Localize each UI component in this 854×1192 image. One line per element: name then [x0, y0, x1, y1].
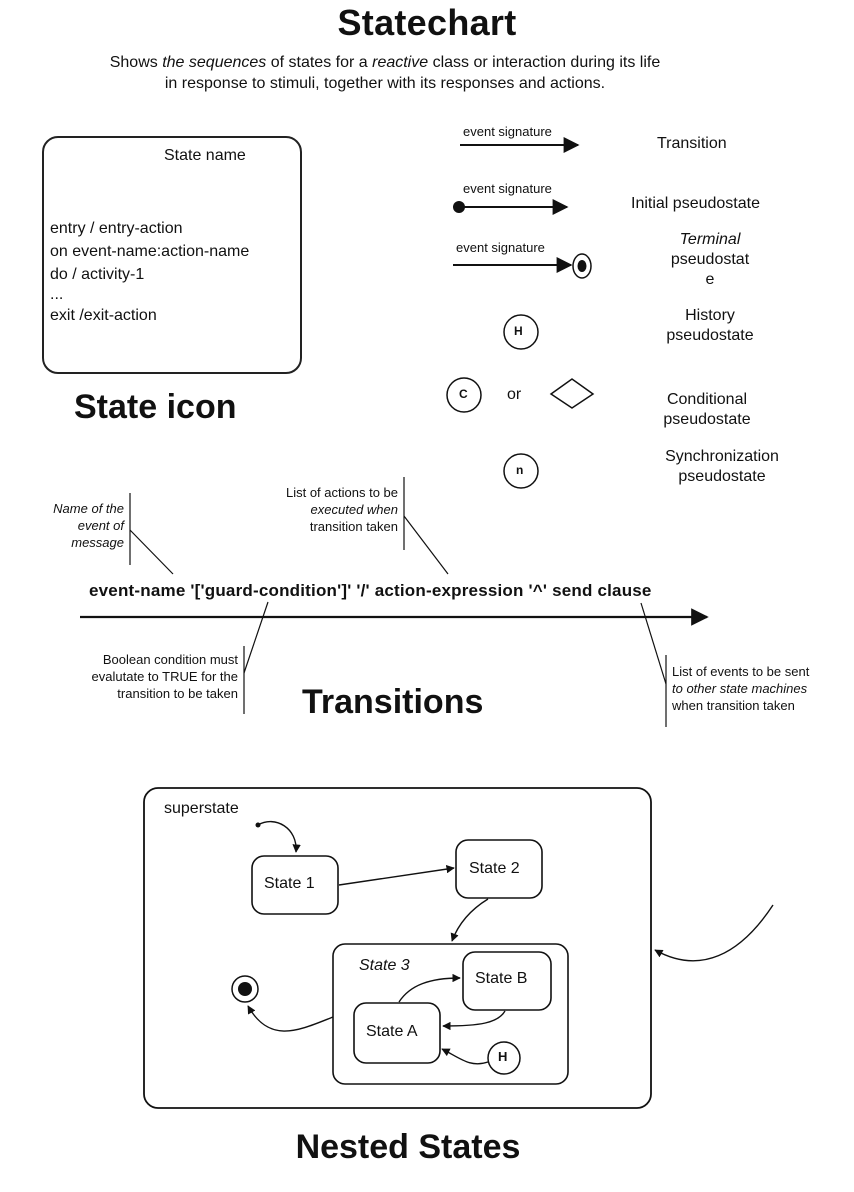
subtitle-line-2: in response to stimuli, together with it…: [164, 75, 606, 92]
transition-syntax: event-name '['guard-condition']' '/' act…: [89, 581, 652, 600]
legend-terminal-label: Terminal pseudostat e: [640, 230, 780, 290]
state2-box: [455, 839, 543, 899]
note-line: transition taken: [309, 519, 398, 534]
label-line: e: [705, 271, 715, 288]
note-line: transition to be taken: [117, 686, 238, 701]
state2-to-state3-transition: [450, 898, 489, 942]
label-line: History: [685, 307, 735, 324]
external-to-superstate-transition: [654, 904, 774, 962]
note-line: Name of the: [53, 501, 124, 516]
note-line: executed when: [310, 502, 398, 517]
subtitle-text: of states for a: [266, 54, 373, 71]
subtitle-line-1: Shows the sequences of states for a reac…: [0, 52, 770, 73]
stateA-label: State A: [366, 1023, 418, 1040]
note-line: Boolean condition must: [102, 652, 238, 667]
final-state-dot-icon: [238, 982, 252, 996]
initial-pseudostate-dot-icon: [453, 201, 465, 213]
stateB-label: State B: [475, 970, 528, 987]
label-line: pseudostat: [670, 251, 750, 268]
note-line: event of: [77, 518, 124, 533]
label-line: Conditional: [666, 391, 748, 408]
label-line: Synchronization: [665, 448, 779, 465]
synchronization-glyph: n: [516, 463, 524, 477]
subtitle-text: Shows: [109, 54, 163, 71]
note-guard: Boolean condition must evalutate to TRUE…: [20, 651, 238, 702]
state1-box: [251, 855, 339, 915]
note-line: List of actions to be: [285, 485, 398, 500]
conditional-pseudostate-diamond-icon: [549, 378, 595, 409]
history-glyph: H: [514, 324, 523, 338]
legend-transition-label: Transition: [657, 135, 727, 152]
state-icon-box: State name entry / entry-action on event…: [42, 136, 302, 374]
subtitle-emph: reactive: [372, 54, 429, 71]
superstate-box: [143, 787, 652, 1109]
legend-history-label: History pseudostate: [640, 306, 780, 346]
state1-to-state2-transition: [338, 864, 455, 886]
state3-box: [332, 943, 569, 1085]
state-name-label: State name: [164, 147, 246, 164]
transition-event-signature: event signature: [463, 124, 552, 139]
label-line: pseudostate: [666, 327, 754, 344]
nested-states-caption: Nested States: [295, 1128, 521, 1166]
note-line: message: [71, 535, 124, 550]
subtitle-emph: the sequences: [162, 54, 267, 71]
send-note-leader: [640, 602, 667, 685]
stateB-box: [462, 951, 552, 1011]
stateA-box: [353, 1002, 441, 1064]
state-line-ellipsis: ...: [50, 286, 64, 303]
state3-to-final-transition: [247, 1005, 334, 1032]
state-line-on-event: on event-name:action-name: [50, 243, 250, 260]
conditional-pseudostate-circle-icon: [446, 377, 482, 413]
nested-history-glyph: H: [498, 1049, 508, 1064]
note-line: when transition taken: [672, 698, 795, 713]
terminal-event-signature: event signature: [456, 240, 545, 255]
subtitle-text: class or interaction during its life: [428, 54, 661, 71]
note-line: evalutate to TRUE for the: [91, 669, 238, 684]
actions-note-leader: [403, 515, 449, 575]
superstate-label: superstate: [164, 800, 239, 817]
initial-event-signature: event signature: [463, 181, 552, 196]
or-text: or: [507, 386, 522, 403]
label-line: pseudostate: [678, 468, 766, 485]
state-line-entry: entry / entry-action: [50, 220, 183, 237]
terminal-pseudostate-dot-icon: [577, 260, 587, 272]
stateB-to-stateA-transition: [442, 1010, 506, 1031]
synchronization-pseudostate-icon: [503, 453, 539, 489]
event-name-note-leader: [129, 529, 174, 575]
legend-synchronization-label: Synchronization pseudostate: [642, 447, 802, 487]
nested-history-icon: [487, 1041, 521, 1075]
state-icon-caption: State icon: [74, 388, 237, 426]
transitions-caption: Transitions: [302, 683, 484, 721]
note-line: to other state machines: [672, 681, 808, 696]
guard-note-leader: [243, 601, 269, 674]
label-line: pseudostate: [663, 411, 751, 428]
conditional-glyph: C: [459, 387, 468, 401]
note-actions: List of actions to be executed when tran…: [220, 484, 398, 535]
note-line: List of events to be sent: [672, 664, 810, 679]
note-send: List of events to be sent to other state…: [672, 663, 809, 714]
state2-label: State 2: [469, 860, 520, 877]
legend-conditional-label: Conditional pseudostate: [637, 390, 777, 430]
state-line-do: do / activity-1: [50, 266, 145, 283]
initial-to-state1-transition: [257, 820, 301, 853]
legend-initial-label: Initial pseudostate: [631, 195, 760, 212]
state-compartment: entry / entry-action on event-name:actio…: [50, 217, 249, 327]
page-subtitle: Shows the sequences of states for a reac…: [0, 52, 770, 94]
final-state-ring-icon: [231, 975, 259, 1003]
terminal-pseudostate-ring-icon: [572, 253, 592, 279]
stateA-to-stateB-transition: [398, 973, 461, 1003]
state1-label: State 1: [264, 875, 315, 892]
history-to-stateA-transition: [441, 1048, 489, 1065]
label-line: Terminal: [679, 231, 741, 248]
page-title: Statechart: [337, 2, 517, 43]
state-line-exit: exit /exit-action: [50, 307, 157, 324]
history-pseudostate-icon: [503, 314, 539, 350]
state3-label: State 3: [359, 957, 410, 974]
note-event-name: Name of the event of message: [0, 500, 124, 551]
